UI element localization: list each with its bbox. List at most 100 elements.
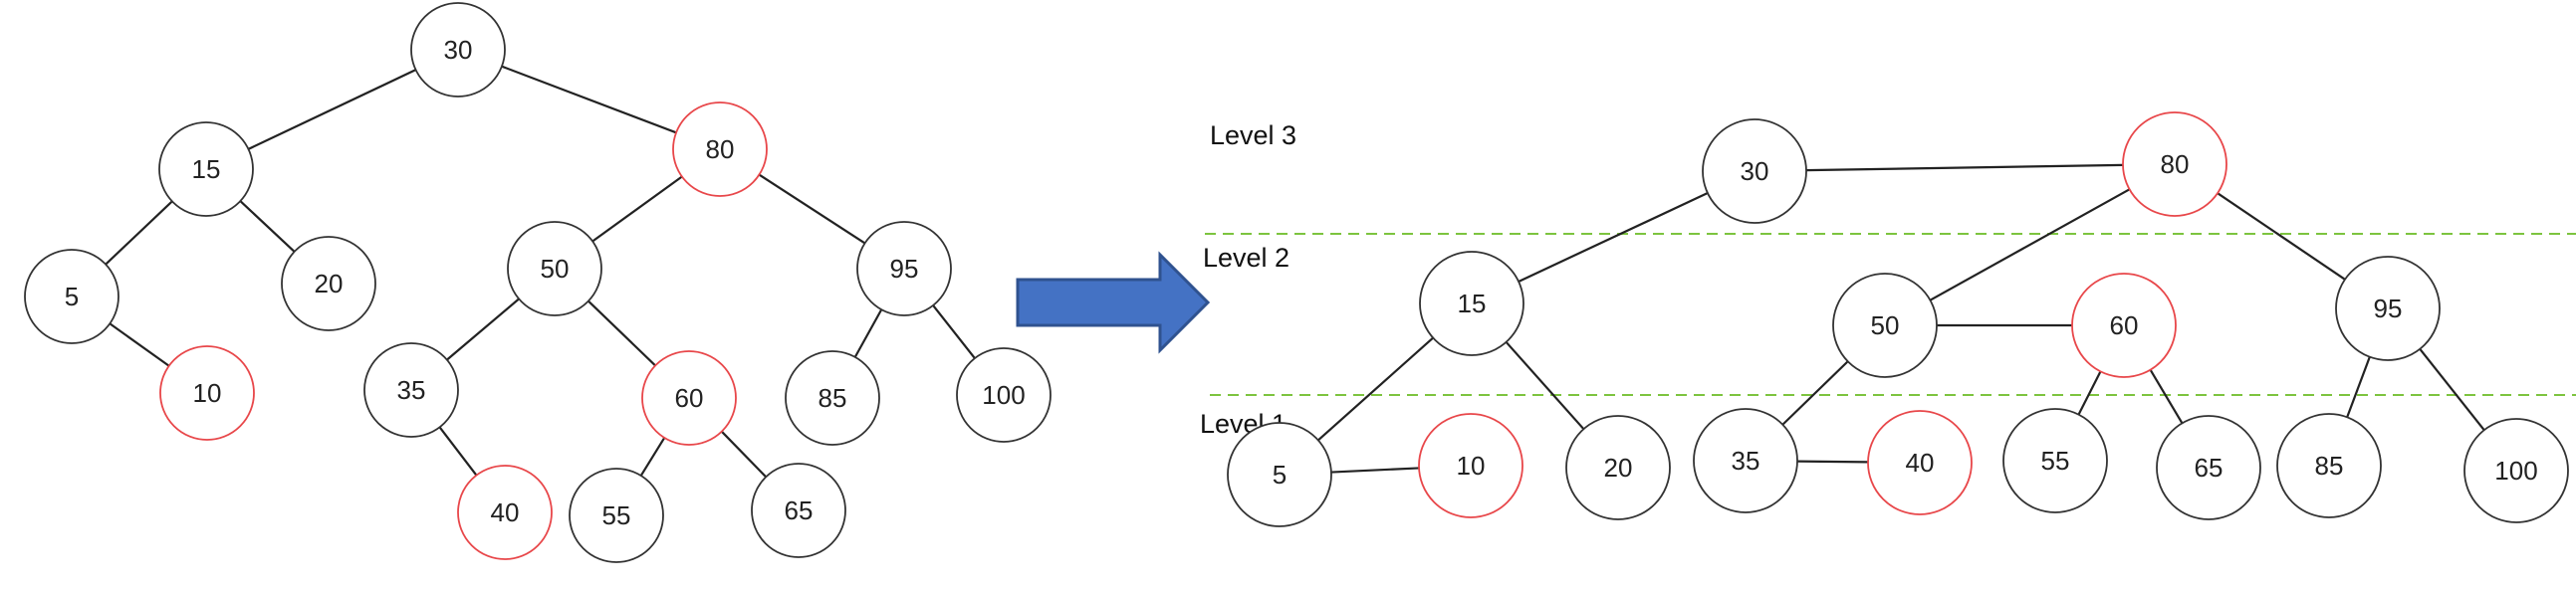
left-node-circle-35: [363, 342, 459, 438]
left-edge-50-60: [587, 299, 656, 367]
left-node-label-100: 100: [982, 380, 1025, 410]
left-node-85: 85: [785, 350, 880, 446]
left-node-circle-60: [641, 350, 737, 446]
right-node-label-30: 30: [1741, 156, 1769, 186]
left-node-5: 5: [24, 249, 119, 344]
right-edge-30-80: [1805, 163, 2124, 172]
left-node-label-30: 30: [444, 35, 473, 65]
left-node-label-60: 60: [675, 383, 704, 413]
left-node-circle-5: [24, 249, 119, 344]
left-node-label-85: 85: [819, 383, 847, 413]
left-node-50: 50: [507, 221, 602, 316]
right-node-label-35: 35: [1732, 446, 1760, 476]
right-arrow-icon: [1016, 251, 1211, 354]
left-node-15: 15: [158, 121, 254, 217]
left-tree-nodes: 30 15 80 5 20 10 50 95 35 60 85 100 40 55 65: [24, 2, 1052, 563]
left-node-circle-20: [281, 236, 376, 331]
left-node-circle-85: [785, 350, 880, 446]
right-node-label-20: 20: [1604, 453, 1633, 483]
right-node-label-60: 60: [2110, 310, 2139, 340]
right-node-label-15: 15: [1458, 289, 1487, 318]
right-node-5: 5: [1227, 422, 1332, 527]
right-node-label-5: 5: [1273, 460, 1287, 490]
right-tree-nodes: 30 80 15 50 60 95 5 10 20 35 40 55 65 85 100: [1227, 111, 2569, 527]
left-node-circle-15: [158, 121, 254, 217]
right-node-60: 60: [2071, 273, 2177, 378]
right-edge-15-5: [1317, 336, 1434, 442]
left-node-100: 100: [956, 347, 1052, 443]
right-edge-95-85: [2346, 356, 2371, 418]
left-node-20: 20: [281, 236, 376, 331]
left-node-55: 55: [569, 468, 664, 563]
right-node-30: 30: [1702, 118, 1807, 224]
right-node-label-100: 100: [2494, 456, 2537, 486]
right-node-95: 95: [2335, 256, 2441, 361]
right-node-label-95: 95: [2374, 294, 2403, 323]
left-node-label-15: 15: [192, 154, 221, 184]
right-edge-95-100: [2419, 348, 2485, 431]
right-node-80: 80: [2122, 111, 2227, 217]
right-edge-60-55: [2077, 370, 2102, 416]
right-node-85: 85: [2276, 413, 2382, 518]
left-node-label-55: 55: [602, 500, 631, 530]
left-node-label-5: 5: [65, 282, 79, 311]
left-node-circle-100: [956, 347, 1052, 443]
left-node-35: 35: [363, 342, 459, 438]
left-edge-15-5: [105, 200, 173, 266]
right-node-circle-100: [2463, 418, 2569, 523]
right-node-label-85: 85: [2315, 451, 2344, 481]
left-node-circle-80: [672, 101, 768, 197]
right-edge-80-95: [2217, 192, 2346, 281]
level-2-label: Level 2: [1203, 243, 1289, 273]
right-node-15: 15: [1419, 251, 1524, 356]
left-node-label-65: 65: [785, 495, 814, 525]
left-edge-80-95: [758, 173, 866, 245]
left-edge-60-65: [720, 430, 768, 479]
right-node-label-40: 40: [1906, 448, 1935, 478]
right-edge-15-20: [1505, 341, 1585, 430]
right-node-65: 65: [2156, 415, 2261, 520]
left-node-label-20: 20: [315, 269, 344, 298]
left-node-circle-40: [457, 465, 553, 560]
left-edge-50-35: [446, 297, 520, 361]
right-node-circle-65: [2156, 415, 2261, 520]
left-node-80: 80: [672, 101, 768, 197]
left-node-label-80: 80: [706, 134, 735, 164]
left-edge-95-85: [853, 308, 883, 358]
right-node-50: 50: [1832, 273, 1938, 378]
level-separator-lines: [1205, 233, 2576, 396]
right-edge-35-40: [1796, 460, 1869, 464]
right-node-circle-20: [1565, 415, 1671, 520]
right-node-circle-35: [1693, 408, 1798, 513]
left-node-10: 10: [159, 345, 255, 441]
right-edge-5-10: [1330, 467, 1420, 474]
right-node-20: 20: [1565, 415, 1671, 520]
right-node-circle-30: [1702, 118, 1807, 224]
transform-arrow: [1016, 251, 1211, 354]
left-node-label-35: 35: [397, 375, 426, 405]
left-node-label-40: 40: [491, 497, 520, 527]
left-edge-5-10: [109, 322, 170, 367]
right-node-35: 35: [1693, 408, 1798, 513]
left-node-40: 40: [457, 465, 553, 560]
right-edge-60-65: [2149, 369, 2184, 424]
left-edge-80-50: [591, 175, 683, 243]
left-node-circle-55: [569, 468, 664, 563]
right-node-label-10: 10: [1457, 451, 1486, 481]
left-edge-60-55: [639, 437, 666, 477]
left-node-label-95: 95: [890, 254, 919, 284]
right-edge-50-35: [1781, 360, 1849, 426]
right-node-circle-15: [1419, 251, 1524, 356]
right-node-40: 40: [1867, 410, 1973, 515]
right-node-label-55: 55: [2041, 446, 2070, 476]
left-edge-95-100: [932, 304, 976, 359]
left-edge-15-20: [239, 200, 296, 253]
left-edge-30-80: [501, 65, 677, 134]
right-node-10: 10: [1418, 413, 1523, 518]
right-node-circle-60: [2071, 273, 2177, 378]
left-node-label-50: 50: [541, 254, 570, 284]
right-node-circle-10: [1418, 413, 1523, 518]
right-node-circle-85: [2276, 413, 2382, 518]
right-node-circle-50: [1832, 273, 1938, 378]
